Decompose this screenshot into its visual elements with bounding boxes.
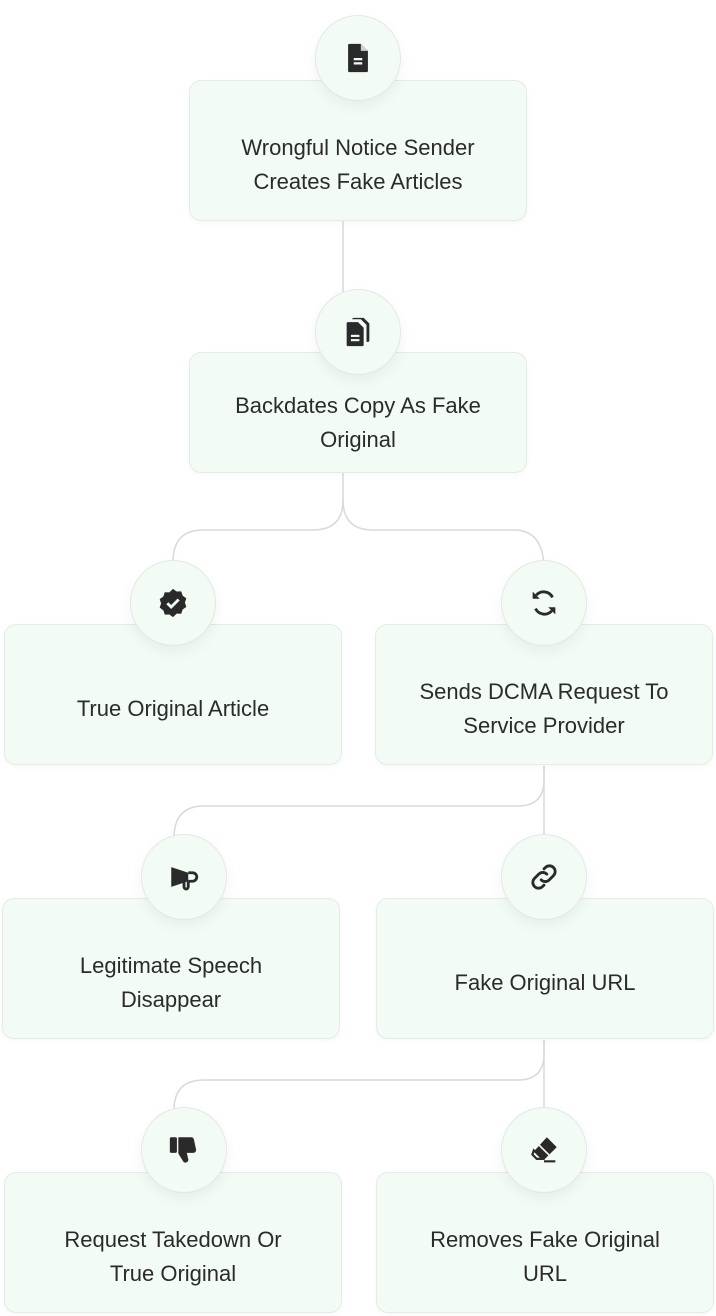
verified-badge-icon — [130, 560, 216, 646]
link-icon — [501, 834, 587, 920]
node-removes-fake-url: Removes Fake Original URL — [376, 1172, 714, 1313]
node-label: Sends DCMA Request To Service Provider — [419, 678, 669, 738]
node-sends-dcma: Sends DCMA Request To Service Provider — [375, 624, 713, 765]
node-legitimate-speech: Legitimate Speech Disappear — [2, 898, 340, 1039]
node-request-takedown: Request Takedown Or True Original — [4, 1172, 342, 1313]
node-label: Wrongful Notice Sender Creates Fake Arti… — [241, 134, 475, 194]
node-label: Request Takedown Or True Original — [64, 1226, 282, 1286]
megaphone-icon — [141, 834, 227, 920]
node-label: Backdates Copy As Fake Original — [235, 392, 481, 452]
sync-icon — [501, 560, 587, 646]
node-label: Fake Original URL — [454, 969, 636, 995]
connector-6-7 — [173, 1040, 545, 1111]
copy-icon — [315, 289, 401, 375]
node-wrongful-notice: Wrongful Notice Sender Creates Fake Arti… — [189, 80, 527, 221]
eraser-icon — [501, 1107, 587, 1193]
thumbs-down-icon — [141, 1107, 227, 1193]
node-label: True Original Article — [76, 695, 270, 721]
node-fake-original-url: Fake Original URL — [376, 898, 714, 1039]
connector-2-4 — [342, 499, 545, 571]
connector-4-5 — [173, 766, 545, 839]
connector-2-3 — [172, 472, 344, 563]
node-label: Legitimate Speech Disappear — [79, 952, 263, 1012]
node-label: Removes Fake Original URL — [430, 1226, 660, 1286]
file-icon — [315, 15, 401, 101]
node-true-original: True Original Article — [4, 624, 342, 765]
